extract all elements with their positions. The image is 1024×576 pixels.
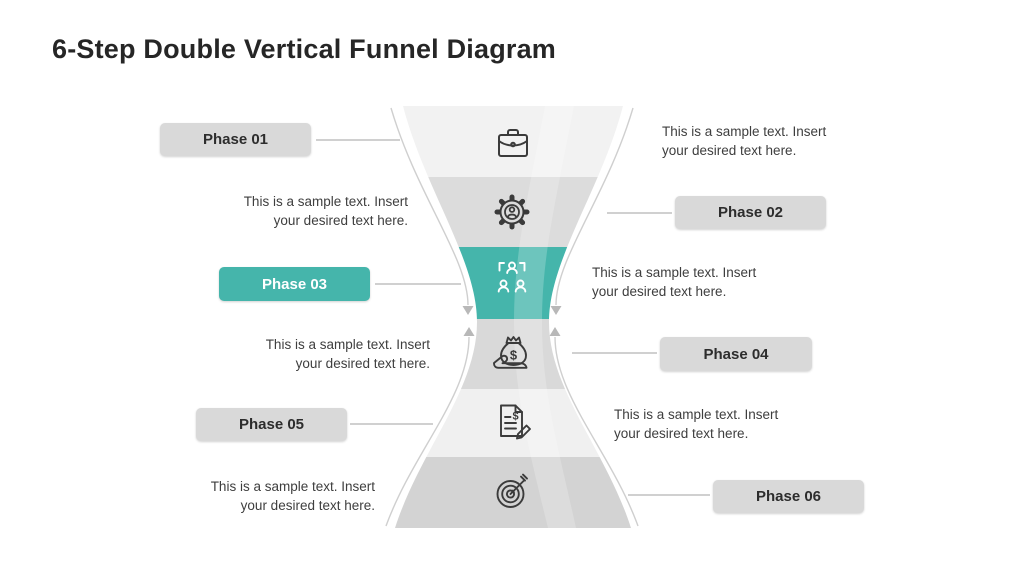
- phase-06-pill: Phase 06: [713, 480, 864, 513]
- phase-04-pill: Phase 04: [660, 337, 812, 371]
- org-chart-icon: [497, 261, 527, 293]
- description-line: your desired text here.: [614, 425, 749, 441]
- description-line: This is a sample text. Insert: [614, 407, 779, 422]
- arrow-down-right-icon: [550, 306, 562, 315]
- flow-curve-top-left: [390, 107, 469, 306]
- phase-05-pill: Phase 05: [196, 408, 347, 441]
- description-line: This is a sample text. Insert: [243, 194, 408, 209]
- phase-01-description: This is a sample text. Insert your desir…: [662, 123, 826, 160]
- briefcase-icon: [498, 129, 528, 157]
- phase-05-description: This is a sample text. Insert your desir…: [614, 406, 778, 443]
- funnel-body: [395, 106, 631, 528]
- slide-title: 6-Step Double Vertical Funnel Diagram: [52, 34, 557, 64]
- connector-lines: [316, 139, 710, 496]
- phase-06-description: This is a sample text. Insert your desir…: [211, 478, 375, 515]
- flow-arrowheads: [462, 306, 562, 336]
- arrow-up-left-icon: [463, 327, 475, 336]
- phase-03-pill: Phase 03: [219, 267, 370, 301]
- target-arrow-icon: [496, 473, 528, 508]
- description-line: your desired text here.: [273, 212, 408, 228]
- description-line: This is a sample text. Insert: [662, 124, 827, 139]
- money-bag-hand-icon: $: [493, 336, 528, 369]
- description-line: your desired text here.: [295, 355, 430, 371]
- funnel-highlight: [514, 106, 576, 528]
- flow-curves: [385, 107, 639, 527]
- description-line: your desired text here.: [662, 142, 797, 158]
- description-line: This is a sample text. Insert: [265, 337, 430, 352]
- description-line: This is a sample text. Insert: [592, 265, 757, 280]
- arrow-up-right-icon: [549, 327, 561, 336]
- description-line: your desired text here.: [240, 497, 375, 513]
- svg-text:$: $: [510, 348, 518, 363]
- description-line: your desired text here.: [592, 283, 727, 299]
- phase-02-description: This is a sample text. Insert your desir…: [244, 193, 408, 230]
- arrow-down-left-icon: [462, 306, 474, 315]
- gear-user-icon: [494, 194, 530, 230]
- flow-curve-bottom-right: [554, 336, 639, 527]
- flow-curve-bottom-left: [385, 336, 470, 527]
- funnel-segment-1: [395, 106, 631, 177]
- phase-02-pill: Phase 02: [675, 196, 826, 229]
- phase-04-description: This is a sample text. Insert your desir…: [266, 336, 430, 373]
- invoice-pencil-icon: $: [500, 404, 531, 440]
- svg-text:$: $: [512, 411, 518, 423]
- description-line: This is a sample text. Insert: [210, 479, 375, 494]
- phase-03-description: This is a sample text. Insert your desir…: [592, 264, 756, 301]
- flow-curve-top-right: [555, 107, 634, 306]
- phase-01-pill: Phase 01: [160, 123, 311, 156]
